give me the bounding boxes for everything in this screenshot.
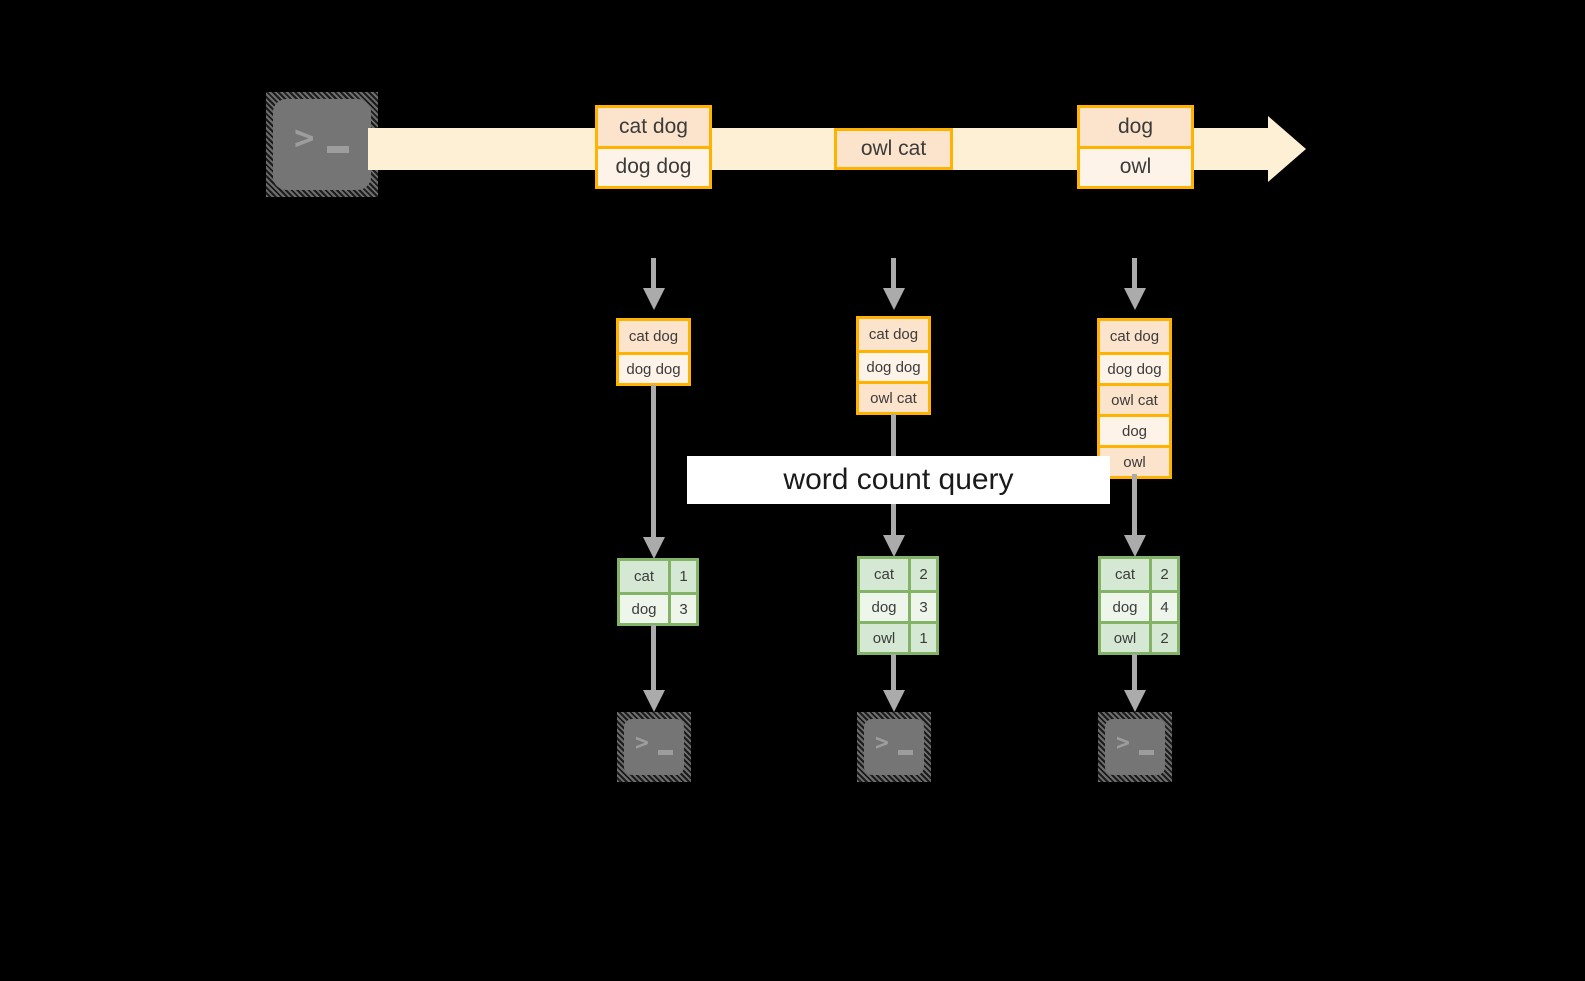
sink-terminal-icon-1[interactable]: >	[617, 712, 691, 782]
result-key: dog	[860, 593, 908, 621]
message-line: owl cat	[837, 131, 950, 167]
query-connector-3	[1132, 474, 1137, 548]
sink-terminal-icon-3[interactable]: >	[1098, 712, 1172, 782]
terminal-cursor-glyph	[658, 750, 673, 755]
message-line: owl	[1080, 145, 1191, 186]
stream-message-2[interactable]: owl cat	[834, 128, 953, 170]
state-row: cat dog	[1100, 321, 1169, 352]
terminal-screen: >	[624, 719, 684, 775]
query-connector-arrowhead-1	[643, 537, 665, 559]
ingest-connector-3	[1132, 258, 1137, 290]
result-key: cat	[620, 561, 668, 592]
result-table-1[interactable]: cat 1 dog 3	[617, 558, 699, 626]
terminal-screen: >	[864, 719, 924, 775]
sink-connector-arrowhead-2	[883, 690, 905, 712]
state-stack-1[interactable]: cat dog dog dog	[616, 318, 691, 386]
ingest-connector-arrowhead-3	[1124, 288, 1146, 310]
result-key: cat	[860, 559, 908, 590]
table-row: cat 1	[620, 561, 696, 592]
table-row: cat 2	[860, 559, 936, 590]
state-row: owl cat	[1100, 383, 1169, 414]
result-table-3[interactable]: cat 2 dog 4 owl 2	[1098, 556, 1180, 655]
state-row: dog	[1100, 414, 1169, 445]
table-row: owl 2	[1101, 621, 1177, 652]
sink-connector-1	[651, 625, 656, 697]
ingest-connector-1	[651, 258, 656, 290]
table-row: owl 1	[860, 621, 936, 652]
stream-arrow-head	[1268, 116, 1306, 182]
terminal-screen: >	[1105, 719, 1165, 775]
state-row: dog dog	[1100, 352, 1169, 383]
result-value: 1	[668, 561, 696, 592]
result-value: 3	[668, 595, 696, 623]
sink-connector-arrowhead-1	[643, 690, 665, 712]
stream-message-3[interactable]: dog owl	[1077, 105, 1194, 189]
terminal-cursor-glyph	[1139, 750, 1154, 755]
state-row: dog dog	[619, 352, 688, 383]
message-line: dog	[1080, 108, 1191, 146]
terminal-cursor-glyph	[327, 146, 349, 153]
terminal-cursor-glyph	[898, 750, 913, 755]
state-row: cat dog	[619, 321, 688, 352]
result-key: dog	[620, 595, 668, 623]
result-key: cat	[1101, 559, 1149, 590]
message-line: cat dog	[598, 108, 709, 146]
result-key: owl	[1101, 624, 1149, 652]
stream-message-1[interactable]: cat dog dog dog	[595, 105, 712, 189]
terminal-prompt-glyph: >	[294, 118, 316, 158]
ingest-connector-arrowhead-1	[643, 288, 665, 310]
sink-connector-arrowhead-3	[1124, 690, 1146, 712]
table-row: cat 2	[1101, 559, 1177, 590]
sink-connector-2	[891, 654, 896, 699]
state-row: owl	[1100, 445, 1169, 476]
table-row: dog 4	[1101, 590, 1177, 621]
state-row: dog dog	[859, 350, 928, 381]
result-value: 2	[1149, 559, 1177, 590]
result-value: 3	[908, 593, 936, 621]
state-row: cat dog	[859, 319, 928, 350]
result-value: 2	[1149, 624, 1177, 652]
result-value: 4	[1149, 593, 1177, 621]
terminal-prompt-glyph: >	[1116, 730, 1131, 756]
state-row: owl cat	[859, 381, 928, 412]
ingest-connector-arrowhead-2	[883, 288, 905, 310]
result-key: dog	[1101, 593, 1149, 621]
terminal-screen: >	[273, 99, 371, 190]
result-value: 1	[908, 624, 936, 652]
result-table-2[interactable]: cat 2 dog 3 owl 1	[857, 556, 939, 655]
table-row: dog 3	[620, 592, 696, 623]
terminal-prompt-glyph: >	[635, 730, 650, 756]
message-line: dog dog	[598, 145, 709, 186]
state-stack-3[interactable]: cat dog dog dog owl cat dog owl	[1097, 318, 1172, 479]
terminal-prompt-glyph: >	[875, 730, 890, 756]
query-label: word count query	[687, 456, 1110, 504]
result-key: owl	[860, 624, 908, 652]
sink-terminal-icon-2[interactable]: >	[857, 712, 931, 782]
state-stack-2[interactable]: cat dog dog dog owl cat	[856, 316, 931, 415]
sink-connector-3	[1132, 654, 1137, 699]
result-value: 2	[908, 559, 936, 590]
source-terminal-icon[interactable]: >	[266, 92, 378, 197]
query-connector-arrowhead-2	[883, 535, 905, 557]
query-connector-arrowhead-3	[1124, 535, 1146, 557]
query-connector-1	[651, 385, 656, 550]
table-row: dog 3	[860, 590, 936, 621]
ingest-connector-2	[891, 258, 896, 290]
